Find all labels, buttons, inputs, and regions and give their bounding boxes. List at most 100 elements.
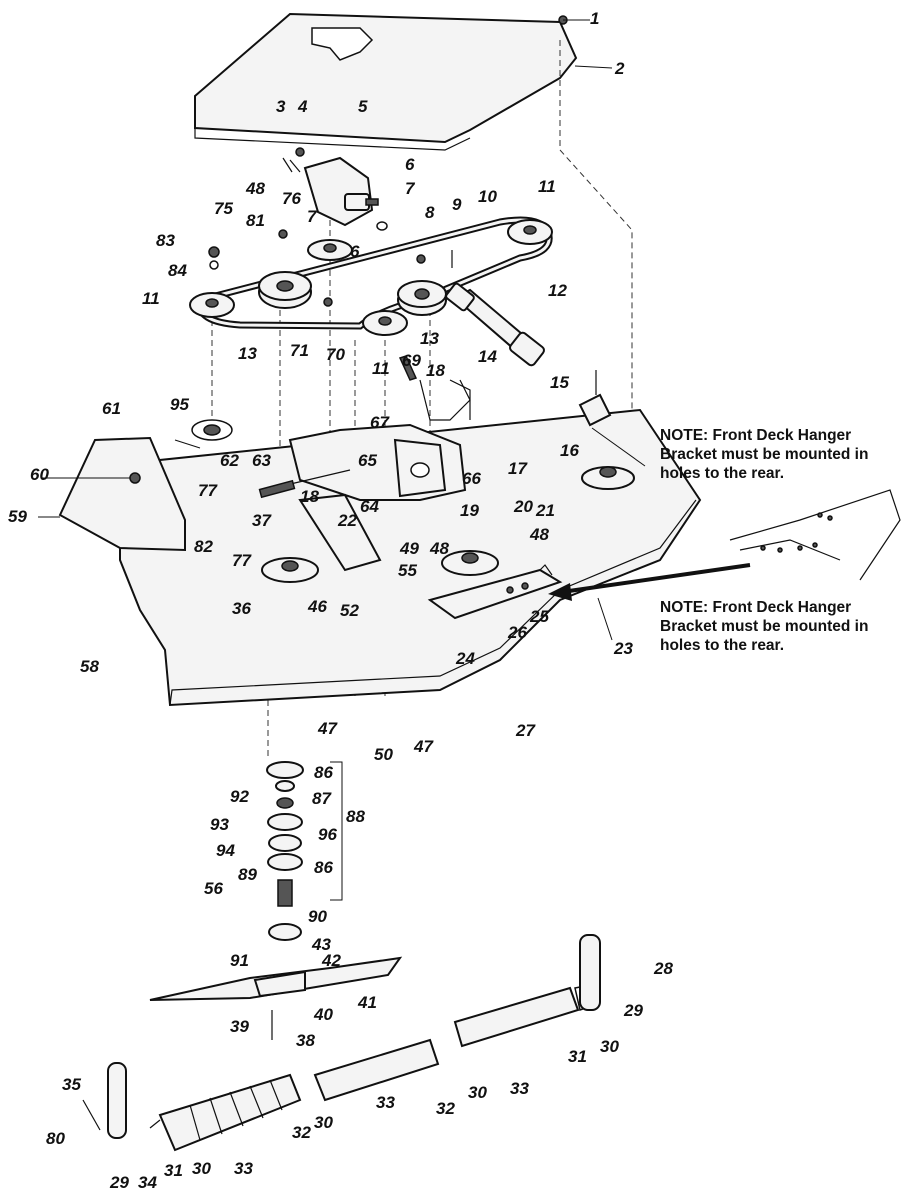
callout-7: 7 [405,179,416,198]
callout-24: 24 [455,649,475,668]
callout-96: 96 [318,825,337,844]
callout-41: 41 [357,993,377,1012]
callout-46: 46 [307,597,327,616]
spindle-assembly [266,761,343,941]
callout-77: 77 [198,481,218,500]
callout-33-b: 33 [376,1093,395,1112]
callout-61: 61 [102,399,121,418]
hanger-bracket-note-lower: NOTE: Front Deck Hanger Bracket must be … [660,599,869,654]
callout-77-b: 77 [232,551,252,570]
drive-shaft-part [445,282,545,367]
callout-33: 33 [510,1079,529,1098]
callout-26: 26 [507,623,527,642]
gearbox-part [289,156,388,231]
callout-21: 21 [535,501,555,520]
front-hanger-bracket-part [427,564,563,620]
pulleys [189,219,553,336]
callout-16: 16 [560,441,579,460]
callout-3: 3 [276,97,286,116]
callout-38: 38 [296,1031,315,1050]
callout-91: 91 [230,951,249,970]
callout-43: 43 [311,935,331,954]
callout-66: 66 [462,469,481,488]
callout-63: 63 [252,451,271,470]
callout-71: 71 [290,341,309,360]
callout-36: 36 [232,599,251,618]
callout-29: 29 [623,1001,643,1020]
callout-86: 86 [314,763,333,782]
callout-leaders [38,19,646,641]
callout-13: 13 [238,344,257,363]
callout-4: 4 [297,97,308,116]
callout-39: 39 [230,1017,249,1036]
callout-67: 67 [370,413,390,432]
callout-2: 2 [614,59,625,78]
deck-detail-inset [729,489,901,581]
callout-11-c: 11 [372,359,390,378]
callout-52: 52 [340,601,359,620]
callout-6: 6 [405,155,415,174]
callout-87: 87 [312,789,332,808]
callout-7-b: 7 [307,207,318,226]
callout-30-d: 30 [192,1159,211,1178]
callout-28: 28 [653,959,673,978]
callout-23: 23 [613,639,633,658]
callout-33-c: 33 [234,1159,253,1178]
callout-19: 19 [460,501,479,520]
callout-75: 75 [214,199,233,218]
callout-11: 11 [538,177,556,196]
callout-29-b: 29 [109,1173,129,1192]
callout-14: 14 [478,347,497,366]
callout-27: 27 [515,721,536,740]
callout-30: 30 [600,1037,619,1056]
callout-32-b: 32 [292,1123,311,1142]
callout-1: 1 [590,9,599,28]
callout-34: 34 [138,1173,157,1192]
callout-65: 65 [358,451,377,470]
callout-35: 35 [62,1075,81,1094]
callout-22: 22 [337,511,357,530]
anti-scalp-roller-assembly [82,934,601,1152]
callout-49: 49 [399,539,419,558]
callout-86-b: 86 [314,858,333,877]
callout-92: 92 [230,787,249,806]
callout-15: 15 [550,373,569,392]
callout-6-b: 6 [350,242,360,261]
blade-part [149,956,403,1040]
callout-48-b: 48 [429,539,449,558]
callout-93: 93 [210,815,229,834]
callout-18-b: 18 [300,487,319,506]
rear-hanger-bracket-part [578,370,612,427]
callout-5: 5 [358,97,368,116]
callout-60: 60 [30,465,49,484]
callout-12: 12 [548,281,567,300]
callout-labels: 1 2 3 4 5 6 7 7 8 9 10 11 12 48 76 75 81… [8,9,673,1192]
callout-58: 58 [80,657,99,676]
callout-37: 37 [252,511,272,530]
belt-cover-part [194,12,578,151]
callout-64: 64 [360,497,379,516]
callout-55: 55 [398,561,417,580]
callout-10: 10 [478,187,497,206]
callout-8: 8 [425,203,435,222]
callout-25: 25 [529,607,549,626]
callout-83: 83 [156,231,175,250]
callout-30-c: 30 [314,1113,333,1132]
hanger-bracket-note-upper: NOTE: Front Deck Hanger Bracket must be … [660,427,869,482]
callout-42: 42 [321,951,341,970]
callout-59: 59 [8,507,27,526]
callout-20: 20 [513,497,533,516]
callout-88: 88 [346,807,365,826]
callout-90: 90 [308,907,327,926]
callout-11-b: 11 [142,289,160,308]
callout-47: 47 [317,719,338,738]
drive-belt-part [196,216,553,330]
callout-18: 18 [426,361,445,380]
callout-9: 9 [452,195,462,214]
callout-94: 94 [216,841,235,860]
callout-13-b: 13 [420,329,439,348]
callout-17: 17 [508,459,528,478]
callout-80: 80 [46,1129,65,1148]
callout-48-c: 48 [529,525,549,544]
